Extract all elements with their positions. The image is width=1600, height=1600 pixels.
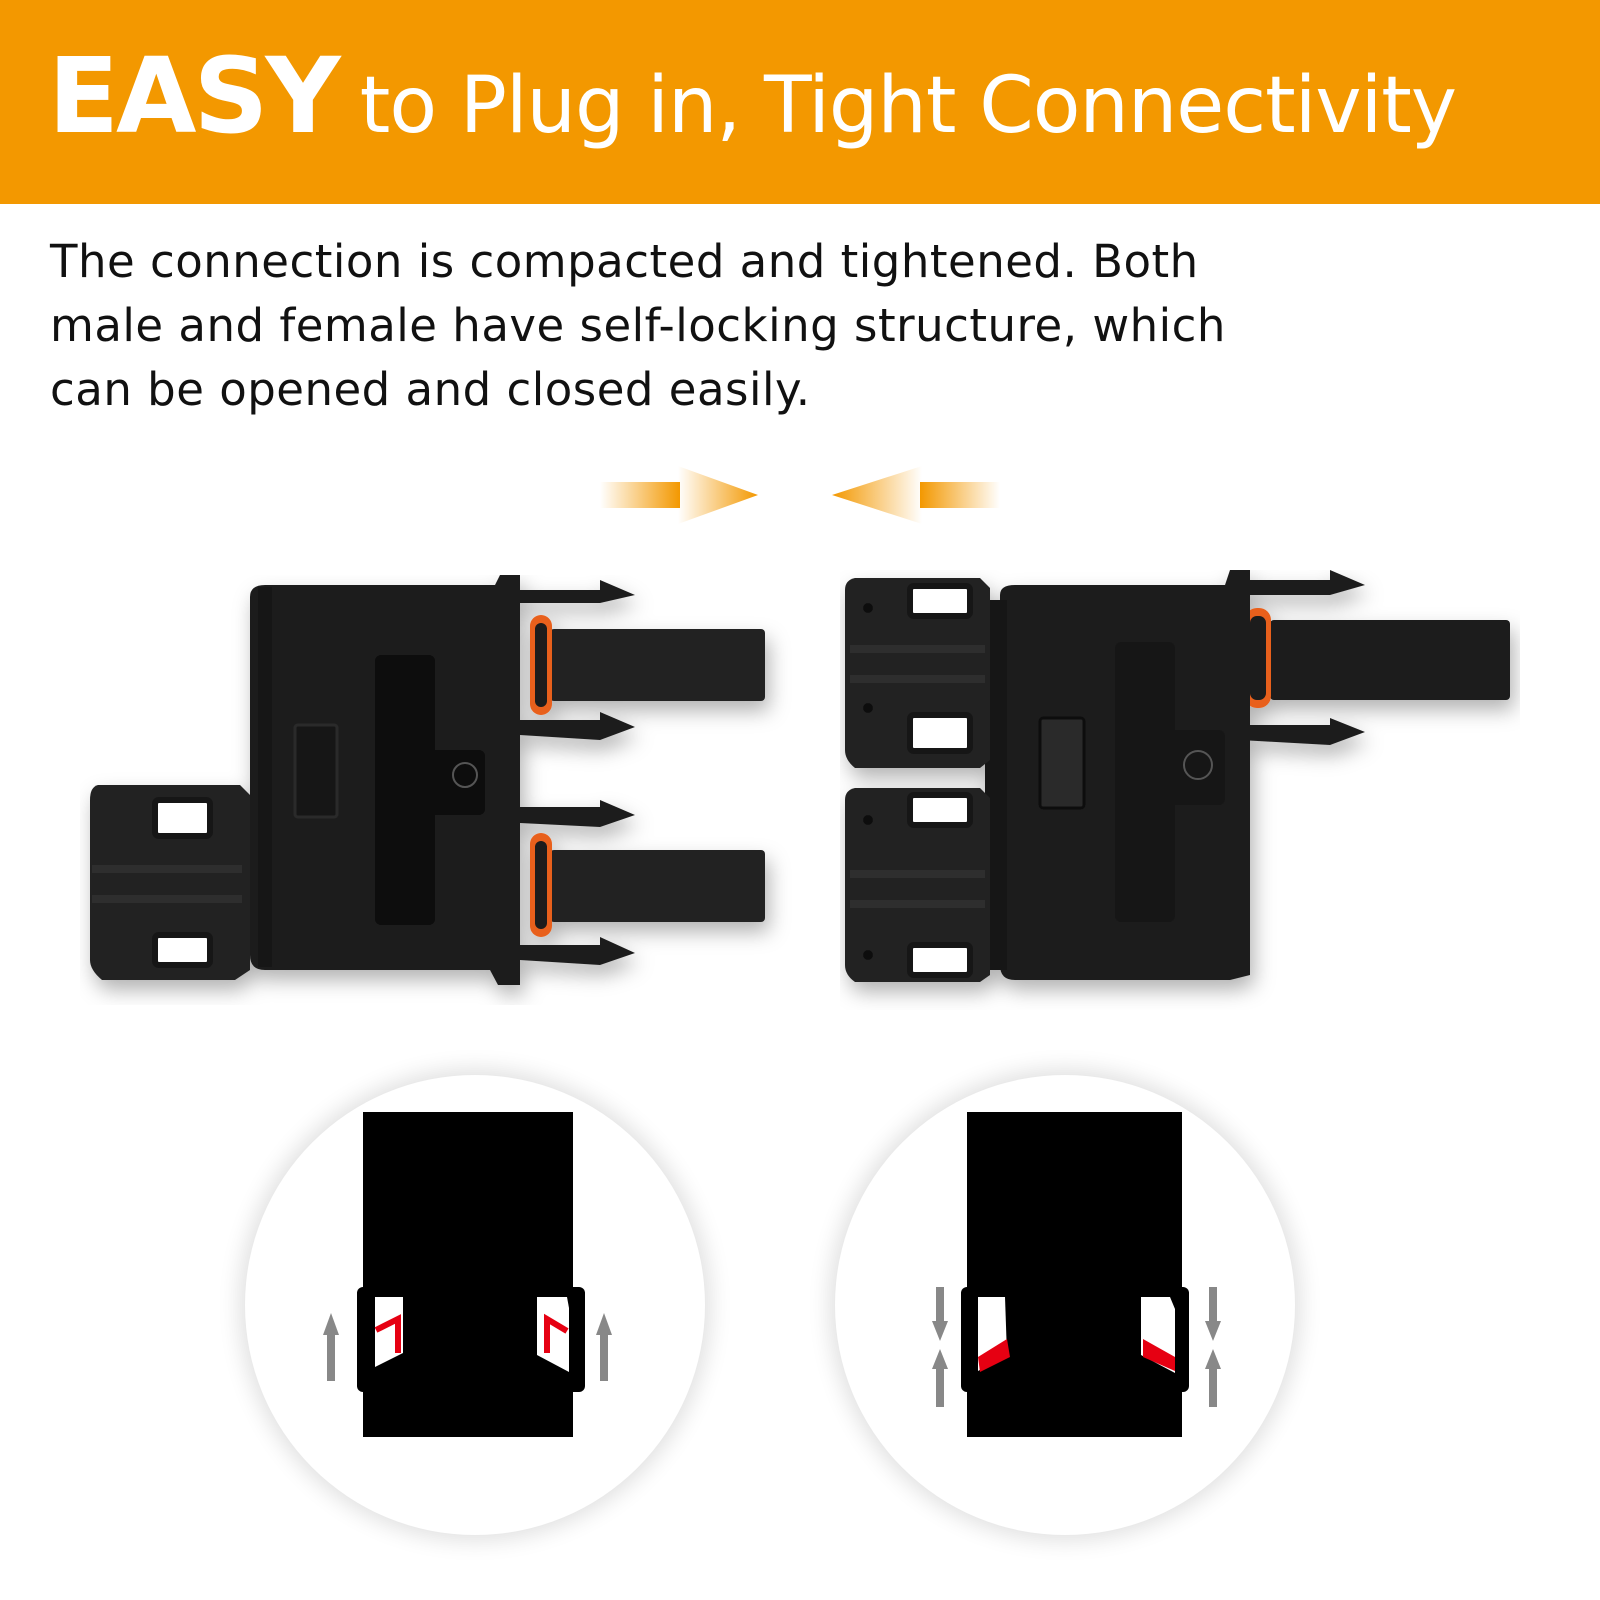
- arrow-up-icon: [596, 1313, 612, 1381]
- male-branch-connector: [90, 575, 765, 985]
- arrow-up-icon: [323, 1313, 339, 1381]
- description-line: can be opened and closed easily.: [50, 363, 811, 416]
- arrow-up-icon: [932, 1349, 948, 1407]
- title-rest: to Plug in, Tight Connectivity: [359, 61, 1457, 151]
- converging-arrows: [600, 466, 1000, 524]
- title-emphasis: EASY: [48, 35, 341, 157]
- certification-mark-icon: [452, 762, 478, 788]
- description-text: The connection is compacted and tightene…: [50, 230, 1310, 422]
- description-line: male and female have self-locking struct…: [50, 299, 1226, 352]
- arrow-down-icon: [932, 1287, 948, 1341]
- unlocked-latch-diagram: [245, 1075, 705, 1535]
- locked-latch-diagram: [835, 1075, 1295, 1535]
- arrow-down-icon: [1205, 1287, 1221, 1341]
- certification-mark-icon: [1183, 750, 1213, 780]
- arrow-right-icon: [600, 466, 758, 524]
- arrow-up-icon: [1205, 1349, 1221, 1407]
- arrow-left-icon: [832, 466, 1000, 524]
- female-branch-connector: [845, 570, 1510, 982]
- description-line: The connection is compacted and tightene…: [50, 235, 1199, 288]
